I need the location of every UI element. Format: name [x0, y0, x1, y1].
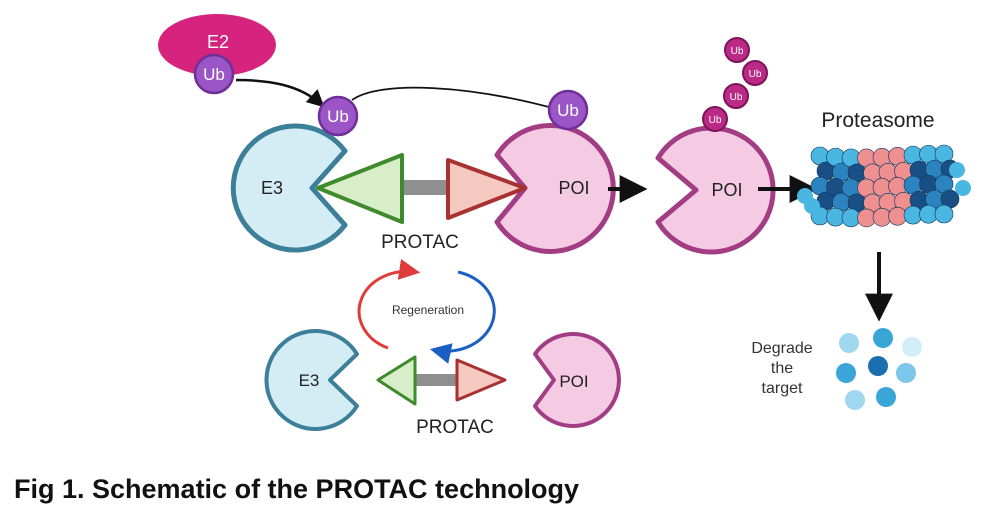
- protac-poi-ligand-bottom: [455, 358, 507, 402]
- polyubiquitin-chain: Ub Ub Ub Ub: [702, 37, 768, 132]
- e3-ub-label: Ub: [327, 107, 349, 126]
- e3-ligase-bottom: E3: [264, 329, 359, 431]
- e3-ubiquitin: Ub: [317, 95, 359, 137]
- poi-bound-top: POI: [494, 123, 616, 254]
- proteasome-subunit: [934, 204, 954, 224]
- ub-chain-bead-3: Ub: [723, 83, 749, 109]
- protac-e3-ligand-top: [316, 153, 404, 224]
- fragment-3: [902, 337, 922, 357]
- svg-text:Ub: Ub: [730, 92, 743, 103]
- proteasome-cap-subunit: [797, 188, 813, 204]
- svg-text:Ub: Ub: [749, 69, 762, 80]
- figure-caption: Fig 1. Schematic of the PROTAC technolog…: [14, 474, 580, 504]
- regeneration-label: Regeneration: [392, 303, 464, 317]
- fragment-2: [873, 328, 893, 348]
- ub-transfer-arrow-e3-to-poi: [351, 86, 563, 114]
- protac-linker-bottom: [415, 374, 457, 386]
- poi-bottom: POI: [533, 332, 621, 428]
- svg-text:Ub: Ub: [709, 115, 722, 126]
- fragment-4: [836, 363, 856, 383]
- e2-label: E2: [207, 32, 229, 52]
- e2-ub-label: Ub: [203, 65, 225, 84]
- ub-chain-bead-1: Ub: [724, 37, 750, 63]
- e3-label-bottom: E3: [299, 371, 320, 390]
- fragment-8: [876, 387, 896, 407]
- regeneration-arrow-red: [357, 259, 421, 350]
- poi-ubiquitin: Ub: [547, 89, 589, 131]
- proteasome-label: Proteasome: [821, 109, 934, 132]
- e3-label-top: E3: [261, 178, 283, 198]
- protac-molecule-bottom: PROTAC: [376, 355, 507, 438]
- peptide-fragments: [836, 328, 922, 410]
- ub-transfer-arrow-e2-to-e3: [235, 78, 325, 108]
- degrade-target-label: Degrade the target: [751, 340, 812, 397]
- protac-molecule-top: PROTAC: [316, 153, 527, 253]
- poi-label-ubiquitinated: POI: [711, 180, 742, 200]
- ub-chain-bead-2: Ub: [742, 60, 768, 86]
- poi-ub-label: Ub: [557, 101, 579, 120]
- protac-e3-ligand-bottom: [376, 355, 417, 406]
- fragment-5: [868, 356, 888, 376]
- svg-text:the: the: [771, 360, 793, 377]
- protac-poi-ligand-top: [446, 158, 527, 220]
- svg-text:Degrade: Degrade: [751, 340, 812, 357]
- e3-ligase-top: E3: [230, 123, 348, 253]
- fragment-1: [839, 333, 859, 353]
- protac-schematic-diagram: E2 Ub E3 Ub POI Ub PROTAC POI: [158, 14, 971, 438]
- ub-chain-bead-4: Ub: [702, 106, 728, 132]
- fragment-6: [896, 363, 916, 383]
- protac-linker-top: [402, 180, 450, 195]
- e2-ubiquitin: Ub: [193, 53, 235, 95]
- protac-label-top: PROTAC: [381, 232, 459, 253]
- proteasome-cap-subunit: [949, 162, 965, 178]
- proteasome: [797, 144, 971, 228]
- fragment-7: [845, 390, 865, 410]
- regeneration-arrow-blue: [429, 270, 496, 364]
- svg-text:Ub: Ub: [731, 46, 744, 57]
- poi-label-bottom: POI: [559, 372, 588, 391]
- proteasome-cap-subunit: [955, 180, 971, 196]
- svg-text:target: target: [762, 380, 803, 397]
- regeneration-cycle: Regeneration: [357, 259, 496, 364]
- poi-label-top: POI: [558, 178, 589, 198]
- e2-enzyme: E2: [158, 14, 276, 76]
- poi-ubiquitinated: POI: [655, 125, 776, 255]
- protac-label-bottom: PROTAC: [416, 417, 494, 438]
